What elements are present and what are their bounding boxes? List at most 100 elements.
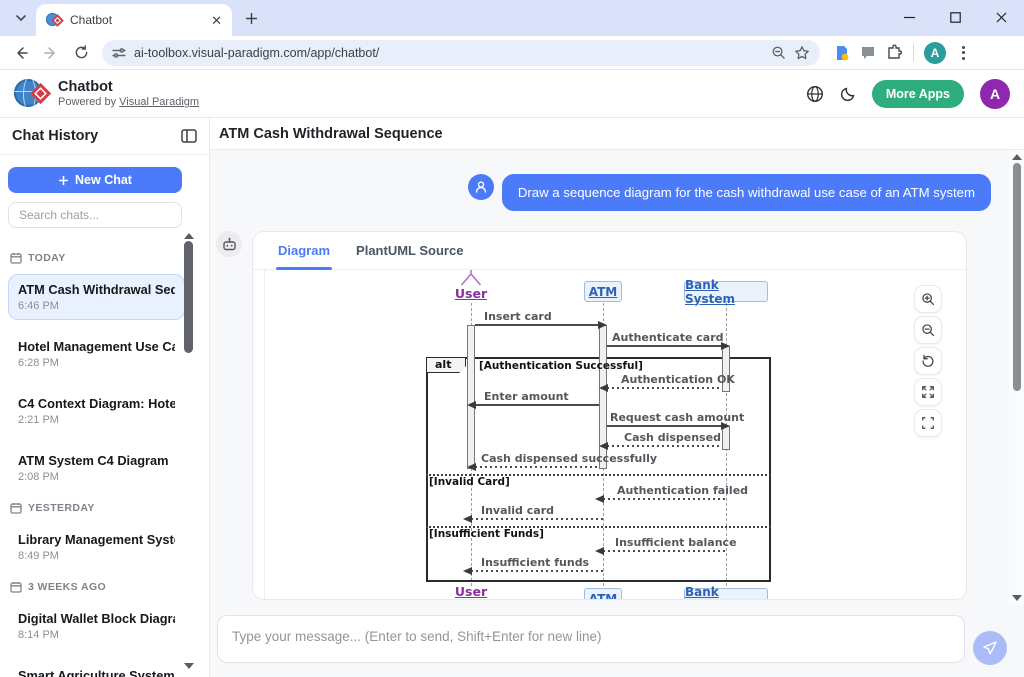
arrowhead-icon (595, 495, 604, 503)
message-input-row (210, 605, 1024, 677)
diagram-zoom-controls (914, 285, 942, 437)
reset-view-button[interactable] (914, 347, 942, 375)
browser-toolbar: ai-toolbox.visual-paradigm.com/app/chatb… (0, 36, 1024, 70)
chat-extension-icon[interactable] (860, 45, 876, 61)
bookmark-star-icon[interactable] (794, 45, 810, 61)
calendar-icon (10, 502, 22, 514)
zoom-out-button[interactable] (914, 316, 942, 344)
chat-section-header: TODAY (10, 252, 185, 264)
chrome-profile-avatar[interactable]: A (924, 41, 946, 64)
message-line (475, 466, 599, 468)
chat-item-time: 8:14 PM (18, 629, 59, 641)
more-apps-button[interactable]: More Apps (871, 79, 964, 108)
user-avatar[interactable]: A (980, 78, 1010, 109)
language-globe-icon[interactable] (806, 85, 824, 103)
alt-frame-label: alt (426, 357, 467, 373)
chat-history-item[interactable]: Digital Wallet Block Diagram 8:14 PM (8, 603, 185, 649)
send-plane-icon (983, 641, 997, 655)
new-chat-button[interactable]: New Chat (8, 167, 182, 193)
chat-main: ATM Cash Withdrawal Sequence Draw a sequ… (210, 118, 1024, 677)
dark-mode-moon-icon[interactable] (840, 86, 856, 102)
reset-icon (922, 354, 934, 367)
message-line (475, 324, 599, 326)
message-label: Request cash amount (610, 411, 745, 424)
main-scrollbar-thumb[interactable] (1013, 163, 1021, 391)
guard-condition: [Authentication Successful] (479, 360, 643, 372)
site-settings-icon[interactable] (112, 46, 126, 60)
arrowhead-icon (721, 342, 730, 350)
chat-history-item[interactable]: Hotel Management Use Case6:28 PM (8, 331, 185, 377)
fullscreen-button[interactable] (914, 409, 942, 437)
diagram-card: Diagram PlantUML Source (252, 231, 967, 600)
arrowhead-icon (721, 422, 730, 430)
minimize-button[interactable] (886, 0, 932, 34)
tab-search-button[interactable] (8, 5, 34, 31)
message-line (475, 404, 599, 406)
user-message-bubble: Draw a sequence diagram for the cash wit… (501, 174, 991, 211)
main-scroll-up-icon[interactable] (1011, 154, 1022, 160)
visual-paradigm-link[interactable]: Visual Paradigm (119, 96, 200, 109)
plus-icon (59, 175, 69, 185)
tab-diagram[interactable]: Diagram (275, 232, 333, 270)
chat-history-item[interactable]: Smart Agriculture System Ar...8:13 PM (8, 660, 185, 677)
chat-item-title: Digital Wallet Block Diagram (18, 611, 175, 626)
chat-history-item[interactable]: ATM Cash Withdrawal Seque... 6:46 PM (8, 274, 185, 320)
extensions-puzzle-icon[interactable] (886, 44, 903, 61)
browser-tab[interactable]: Chatbot ✕ (36, 4, 232, 36)
fit-view-button[interactable] (914, 378, 942, 406)
browser-titlebar: Chatbot ✕ (0, 0, 1024, 36)
message-label: Cash dispensed (624, 431, 721, 444)
tab-plantuml-source[interactable]: PlantUML Source (356, 243, 464, 258)
url-bar[interactable]: ai-toolbox.visual-paradigm.com/app/chatb… (102, 39, 820, 66)
extensions-row: A (834, 41, 971, 64)
maximize-icon (949, 11, 961, 23)
chat-history-item[interactable]: Library Management System...8:49 PM (8, 524, 185, 570)
actor-label-top: User (454, 286, 488, 301)
chat-item-time: 8:49 PM (18, 550, 59, 562)
bot-message-row: Diagram PlantUML Source (210, 231, 1009, 600)
sidebar-scrollbar-thumb[interactable] (184, 241, 193, 353)
drive-extension-icon[interactable] (834, 45, 850, 61)
chat-item-time: 6:28 PM (18, 357, 59, 369)
reload-icon (75, 45, 87, 59)
maximize-button[interactable] (932, 0, 978, 34)
new-tab-button[interactable] (238, 5, 264, 31)
arrowhead-icon (463, 515, 472, 523)
sidebar-scroll-down-icon[interactable] (184, 663, 194, 669)
arrowhead-icon (595, 547, 604, 555)
participant-box-top: ATM (584, 281, 622, 302)
message-line (607, 345, 722, 347)
participant-box-top: Bank System (684, 278, 768, 306)
forward-button[interactable] (38, 40, 64, 66)
chat-item-title: ATM Cash Withdrawal Seque... (18, 282, 175, 297)
message-line (603, 550, 726, 552)
app-titles: Chatbot Powered by Visual Paradigm (58, 79, 199, 108)
main-scrollbar[interactable] (1009, 150, 1024, 605)
toolbar-separator (913, 43, 914, 62)
chrome-menu-icon[interactable] (956, 45, 971, 60)
user-message-row: Draw a sequence diagram for the cash wit… (210, 174, 1009, 211)
close-button[interactable] (978, 0, 1024, 34)
back-icon (16, 46, 28, 59)
chat-history-item[interactable]: C4 Context Diagram: Hotel ...2:21 PM (8, 388, 185, 434)
chat-list: TODAY ATM Cash Withdrawal Seque... 6:46 PM… (0, 228, 209, 677)
tab-close-icon[interactable]: ✕ (211, 12, 222, 28)
send-button[interactable] (973, 631, 1007, 665)
collapse-sidebar-icon[interactable] (181, 128, 197, 144)
main-scroll-down-icon[interactable] (1011, 595, 1022, 601)
expand-arrows-icon (922, 386, 934, 398)
message-label: Authenticate card (612, 331, 724, 344)
url-text: ai-toolbox.visual-paradigm.com/app/chatb… (134, 45, 380, 60)
reload-button[interactable] (68, 40, 94, 66)
sidebar-scroll-up-icon[interactable] (184, 233, 194, 239)
diagram-viewport[interactable]: alt[Authentication Successful][Invalid C… (253, 270, 966, 599)
message-line (607, 425, 722, 427)
message-input[interactable] (217, 615, 965, 663)
zoom-page-icon[interactable] (771, 45, 786, 60)
chat-item-time: 6:46 PM (18, 300, 59, 312)
search-chats-input[interactable] (8, 202, 182, 228)
zoom-in-button[interactable] (914, 285, 942, 313)
back-button[interactable] (8, 40, 34, 66)
